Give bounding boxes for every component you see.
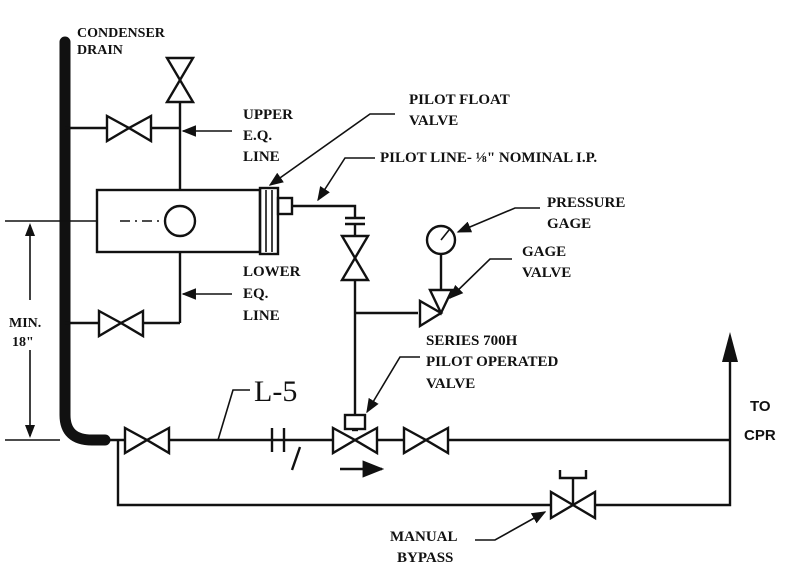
bypass-line: [116, 440, 732, 507]
dim-arrow-down: [25, 425, 35, 438]
leader-l5: [217, 389, 250, 441]
label-lower-eq-line: LOWER EQ. LINE: [243, 264, 304, 324]
label-condenser-drain: CONDENSER DRAIN: [77, 26, 168, 58]
label-line-id: L-5: [254, 375, 297, 408]
line-id-tick: [290, 446, 302, 471]
label-pressure-gage: PRESSURE GAGE: [547, 195, 629, 232]
pilot-isolation-valve: [339, 234, 371, 282]
manual-bypass-valve: [549, 470, 597, 521]
label-gage-valve: GAGE VALVE: [522, 244, 571, 281]
label-manual-bypass: MANUAL BYPASS: [390, 529, 460, 566]
gage-needle: [440, 229, 450, 241]
label-min-height: MIN. 18": [9, 316, 45, 350]
float-ball: [163, 204, 197, 238]
label-pilot-line: PILOT LINE- ⅛" NOMINAL I.P.: [380, 150, 597, 166]
to-cpr-arrow: [722, 332, 738, 362]
pilot-operated-valve: [331, 413, 379, 456]
vent-valve: [164, 56, 196, 104]
lower-eq-valve: [97, 308, 145, 339]
leader-manual-bypass: [475, 511, 547, 541]
label-upper-eq-line: UPPER E.Q. LINE: [243, 107, 297, 165]
leader-series-valve: [366, 356, 420, 414]
label-series-valve: SERIES 700H PILOT OPERATED VALVE: [426, 333, 562, 392]
pilot-float-valve-flange: [258, 186, 294, 256]
dim-arrow-up: [25, 223, 35, 236]
leader-pressure-gage: [456, 207, 540, 233]
label-pilot-float-valve: PILOT FLOAT VALVE: [409, 92, 513, 129]
gage-valve: [418, 288, 454, 329]
outlet-valve: [402, 425, 450, 456]
inlet-valve: [123, 425, 171, 456]
pilot-line: [292, 204, 357, 218]
leader-gage-valve: [448, 258, 512, 300]
leader-pilot-line: [317, 157, 375, 202]
upper-eq-valve: [105, 113, 153, 144]
label-to-cpr: TO CPR: [744, 398, 776, 444]
condenser-drain-pipe: [59, 36, 111, 446]
leader-pilot-float: [268, 113, 395, 186]
pressure-gage-dial: [425, 224, 457, 256]
